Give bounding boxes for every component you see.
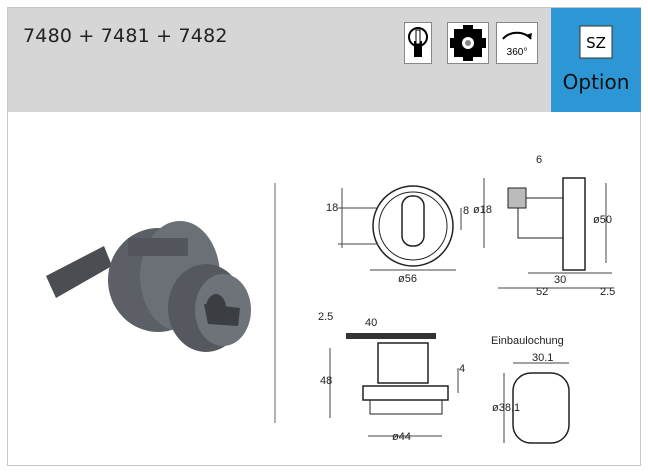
cutout-title: Einbaulochung bbox=[491, 335, 564, 347]
bottom-dim-48: 48 bbox=[320, 375, 332, 387]
side-dim-50: ø50 bbox=[593, 214, 612, 226]
lock-product-image bbox=[46, 221, 251, 352]
square-cam-icon bbox=[447, 22, 489, 64]
key-cylinder-icon bbox=[404, 22, 432, 64]
cutout-dim-diam: ø38.1 bbox=[492, 402, 520, 414]
bottom-view: 2.5 40 48 4 ø44 bbox=[318, 311, 465, 443]
sz-badge-icon: SZ bbox=[578, 24, 614, 60]
front-dim-8: 8 bbox=[463, 205, 469, 217]
option-label: Option bbox=[562, 70, 630, 94]
side-dim-18: ø18 bbox=[473, 204, 492, 216]
side-view: 6 ø18 ø50 30 52 2.5 bbox=[473, 154, 615, 298]
side-dim-52: 52 bbox=[536, 286, 548, 298]
product-header: 7480 + 7481 + 7482 360° bbox=[8, 8, 551, 112]
bottom-dim-2-5: 2.5 bbox=[318, 311, 333, 323]
technical-drawing: 18 8 ø56 6 ø18 ø50 30 52 2.5 bbox=[46, 154, 615, 444]
rotation-360-label: 360° bbox=[507, 47, 528, 58]
bottom-dim-40: 40 bbox=[365, 317, 377, 329]
cutout-dim-width: 30.1 bbox=[532, 352, 553, 364]
side-dim-30: 30 bbox=[554, 274, 566, 286]
cutout-view: Einbaulochung 30.1 ø38.1 bbox=[491, 335, 570, 444]
side-dim-6: 6 bbox=[536, 154, 542, 166]
side-dim-2-5: 2.5 bbox=[600, 286, 615, 298]
bottom-dim-44: ø44 bbox=[392, 431, 411, 443]
option-panel[interactable]: SZ Option bbox=[551, 8, 641, 112]
product-card: 7480 + 7481 + 7482 360° bbox=[7, 7, 641, 466]
product-title: 7480 + 7481 + 7482 bbox=[23, 25, 228, 47]
bottom-dim-4: 4 bbox=[459, 363, 465, 375]
front-dim-56: ø56 bbox=[398, 273, 417, 285]
front-dim-18: 18 bbox=[326, 202, 338, 214]
rotation-360-icon: 360° bbox=[496, 22, 538, 64]
sz-badge-text: SZ bbox=[586, 34, 606, 52]
front-view: 18 8 ø56 bbox=[326, 185, 469, 285]
